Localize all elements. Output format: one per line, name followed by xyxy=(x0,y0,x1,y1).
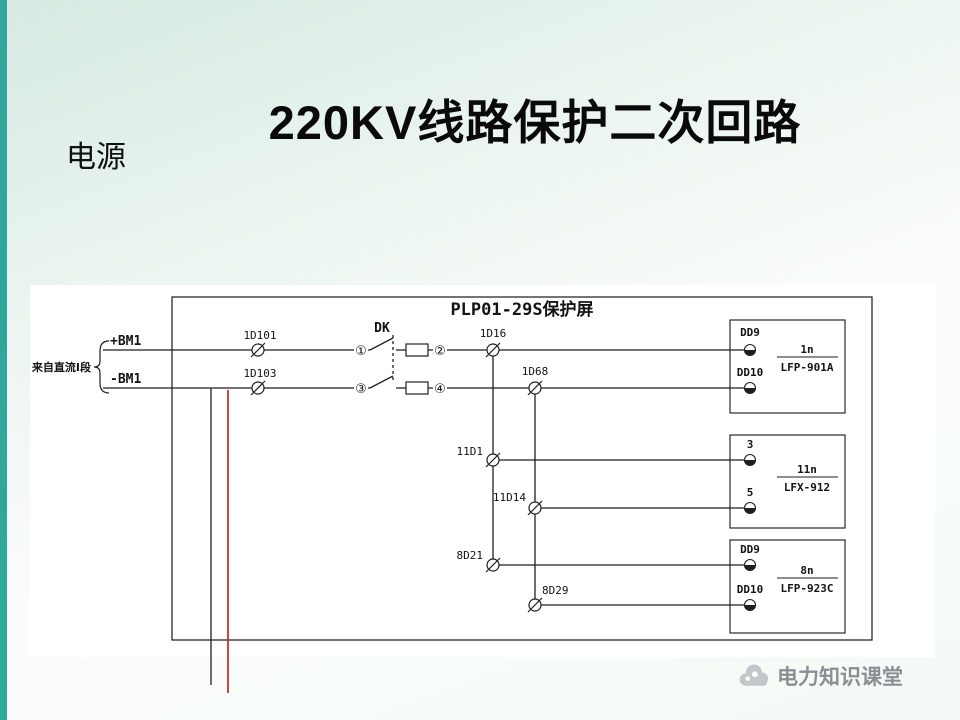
fuse-symbols xyxy=(405,343,429,395)
terminal-1d68 xyxy=(527,380,543,396)
label-11d14: 11D14 xyxy=(493,491,526,504)
dc-source-brace xyxy=(93,340,110,394)
contact-1: ① xyxy=(355,344,367,359)
label-dk: DK xyxy=(374,321,390,336)
device1-top-contact-fill xyxy=(744,350,756,356)
device1-top-terminal: DD9 xyxy=(740,326,760,339)
device3-top-terminal: DD9 xyxy=(740,543,760,556)
panel-title: PLP01-29S保护屏 xyxy=(450,299,593,320)
contact-2: ② xyxy=(434,344,446,359)
device-lfx912: 3 5 11n LFX-912 xyxy=(743,438,838,515)
label-1d103: 1D103 xyxy=(243,367,276,380)
device-boxes xyxy=(729,319,846,634)
contact-3: ③ xyxy=(355,382,367,397)
power-source-label: 电源 xyxy=(66,141,126,174)
device1-bottom-terminal: DD10 xyxy=(737,366,764,379)
contact-mask-4 xyxy=(433,381,447,395)
dc-source-label: 来自直流I段 xyxy=(31,360,91,374)
terminal-8d21 xyxy=(485,557,501,573)
switch-blade-bottom xyxy=(369,375,394,389)
cloud-logo-icon xyxy=(739,664,769,686)
label-1d68: 1D68 xyxy=(522,365,549,378)
label-1d16: 1D16 xyxy=(480,327,507,340)
wires xyxy=(103,335,744,606)
device3-code: 8n xyxy=(800,564,813,577)
slide-title: 220KV线路保护二次回路 xyxy=(268,96,802,149)
device2-bottom-contact-fill xyxy=(744,508,756,514)
device2-bottom-terminal: 5 xyxy=(747,486,754,499)
terminal-1d16 xyxy=(485,342,501,358)
terminal-11d1 xyxy=(485,452,501,468)
label-8d29: 8D29 xyxy=(542,584,569,597)
device-lfp923c: DD9 DD10 8n LFP-923C xyxy=(737,543,838,612)
device3-bottom-terminal: DD10 xyxy=(737,583,764,596)
switch-contacts: ① ② ③ ④ xyxy=(354,343,447,397)
device3-top-contact-fill xyxy=(744,565,756,571)
device3-bottom-contact-fill xyxy=(744,605,756,611)
bus-positive-label: +BM1 xyxy=(110,334,141,349)
panel-outline xyxy=(171,296,873,641)
device-lfp901a: DD9 DD10 1n LFP-901A xyxy=(737,326,838,395)
fuse-bottom xyxy=(405,381,429,395)
terminal-circles xyxy=(250,342,543,613)
device-box-lfp901a xyxy=(729,319,846,414)
terminal-1d103 xyxy=(250,380,266,396)
label-8d21: 8D21 xyxy=(457,549,484,562)
device1-bottom-contact-fill xyxy=(744,388,756,394)
device2-code: 11n xyxy=(797,463,817,476)
device-box-lfp923c xyxy=(729,539,846,634)
contact-4: ④ xyxy=(434,382,446,397)
switch-blade-top xyxy=(369,337,394,351)
device1-model: LFP-901A xyxy=(781,361,834,374)
bus-negative-label: -BM1 xyxy=(110,372,141,387)
brand-text: 电力知识课堂 xyxy=(777,666,903,689)
terminal-11d14 xyxy=(527,500,543,516)
terminal-1d101 xyxy=(250,342,266,358)
terminal-8d29 xyxy=(527,597,543,613)
label-1d101: 1D101 xyxy=(243,329,276,342)
contact-mask-1 xyxy=(354,343,368,357)
contact-mask-2 xyxy=(433,343,447,357)
label-11d1: 11D1 xyxy=(457,445,484,458)
fuse-top xyxy=(405,343,429,357)
device1-code: 1n xyxy=(800,343,813,356)
left-accent-bar xyxy=(0,0,7,720)
device2-top-terminal: 3 xyxy=(747,438,754,451)
device3-model: LFP-923C xyxy=(781,582,834,595)
device2-top-contact-fill xyxy=(744,460,756,466)
footer-brand: 电力知识课堂 xyxy=(735,656,903,696)
contact-mask-3 xyxy=(354,381,368,395)
device2-model: LFX-912 xyxy=(784,481,830,494)
circuit-diagram: PLP01-29S保护屏 xyxy=(31,296,873,693)
